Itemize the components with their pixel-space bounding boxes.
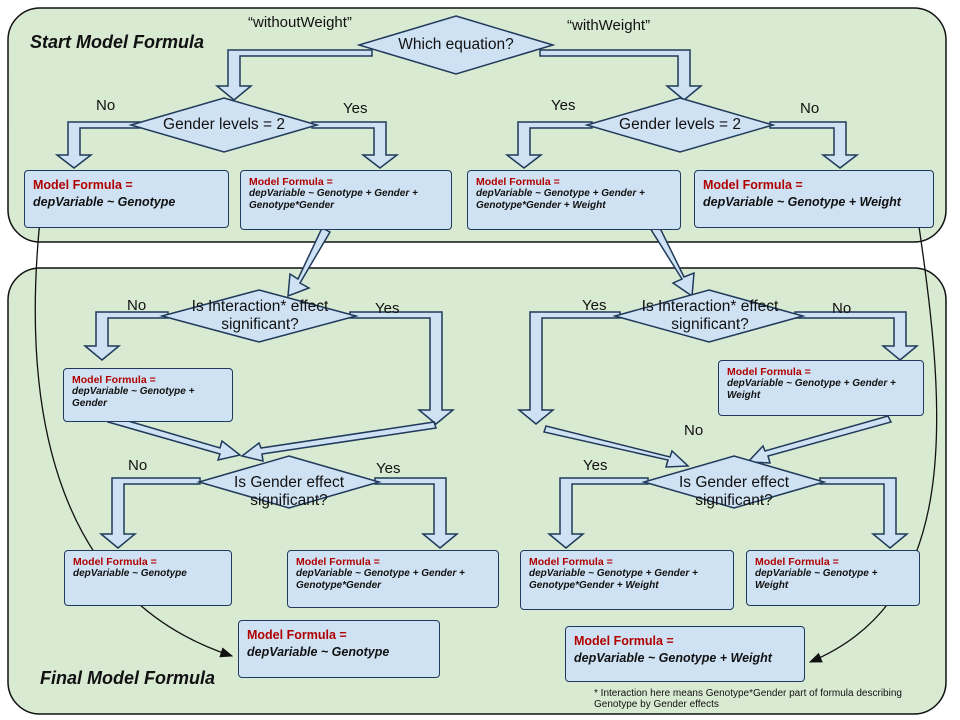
flow-arrow	[648, 222, 695, 298]
formula-text: depVariable ~ Genotype + Weight	[755, 568, 878, 591]
branch-label-without-weight: “withoutWeight”	[248, 14, 352, 31]
decision-gender-effect-left: Is Gender effect significant?	[234, 474, 344, 509]
formula-box-start-1: Model Formula = depVariable ~ Genotype	[24, 170, 229, 228]
formula-text: depVariable ~ Genotype	[73, 568, 187, 579]
formula-head: Model Formula =	[33, 178, 133, 192]
flow-arrow	[769, 121, 860, 169]
flow-arrow	[82, 311, 169, 361]
decision-diamond	[128, 97, 320, 153]
branch-label-no: No	[127, 297, 147, 314]
formula-box-bottom-4: Model Formula = depVariable ~ Genotype +…	[746, 550, 920, 606]
formula-box-start-2: Model Formula = depVariable ~ Genotype +…	[240, 170, 452, 230]
flow-arrow	[516, 311, 621, 425]
formula-text: depVariable ~ Genotype	[33, 195, 176, 209]
final-panel-title: Final Model Formula	[40, 668, 216, 688]
flow-arrow	[287, 226, 332, 298]
formula-text: depVariable ~ Genotype + Gender + Weight	[727, 378, 896, 401]
formula-head: Model Formula =	[529, 556, 613, 568]
branch-label-yes: Yes	[551, 97, 576, 114]
formula-text: depVariable ~ Genotype + Gender + Genoty…	[296, 568, 465, 591]
formula-text: depVariable ~ Genotype + Gender	[72, 386, 195, 409]
decision-gender-levels-left: Gender levels = 2	[163, 116, 285, 133]
branch-label-no: No	[684, 422, 704, 439]
flow-arrow	[794, 311, 920, 361]
formula-head: Model Formula =	[296, 556, 380, 568]
flow-arrow	[349, 311, 456, 425]
decision-interaction-left: Is Interaction* effect significant?	[191, 298, 329, 333]
final-panel	[7, 267, 947, 715]
formula-head: Model Formula =	[72, 374, 156, 386]
formula-head: Model Formula =	[249, 176, 333, 188]
branch-label-with-weight: “withWeight”	[567, 17, 651, 34]
decision-diamond	[196, 455, 382, 509]
formula-head: Model Formula =	[247, 628, 347, 642]
formula-head: Model Formula =	[727, 366, 811, 378]
branch-label-no: No	[128, 457, 148, 474]
branch-label-yes: Yes	[376, 460, 401, 477]
formula-box-bottom-1: Model Formula = depVariable ~ Genotype	[64, 550, 232, 606]
connector-line-left	[34, 219, 234, 658]
branch-label-yes: Yes	[582, 297, 607, 314]
footnote: * Interaction here means Genotype*Gender…	[594, 688, 902, 710]
flow-arrow	[543, 425, 690, 468]
formula-box-mid-left: Model Formula = depVariable ~ Genotype +…	[63, 368, 233, 422]
flow-arrow	[539, 49, 704, 101]
formula-text: depVariable ~ Genotype + Gender + Genoty…	[529, 568, 698, 591]
decision-gender-effect-right: Is Gender effect significant?	[679, 474, 789, 509]
flow-arrow	[311, 121, 400, 169]
formula-box-bottom-2: Model Formula = depVariable ~ Genotype +…	[287, 550, 499, 608]
formula-head: Model Formula =	[703, 178, 803, 192]
decision-which-equation: Which equation?	[398, 36, 514, 53]
formula-head: Model Formula =	[755, 556, 839, 568]
formula-box-bottom-3: Model Formula = depVariable ~ Genotype +…	[520, 550, 734, 610]
flow-arrow	[504, 121, 593, 169]
branch-label-no: No	[800, 100, 820, 117]
formula-box-start-4: Model Formula = depVariable ~ Genotype +…	[694, 170, 934, 228]
formula-box-start-3: Model Formula = depVariable ~ Genotype +…	[467, 170, 681, 230]
flow-arrow	[546, 477, 649, 549]
start-panel-title: Start Model Formula	[30, 32, 205, 52]
formula-text: depVariable ~ Genotype	[247, 645, 390, 659]
branch-label-no: No	[832, 300, 852, 317]
flow-arrow	[214, 49, 373, 101]
flow-arrow	[54, 121, 141, 169]
final-formula-box-left: Model Formula = depVariable ~ Genotype	[238, 620, 440, 678]
decision-diamond	[159, 289, 359, 343]
formula-text: depVariable ~ Genotype + Weight	[703, 195, 901, 209]
decision-diamond	[612, 289, 806, 343]
branch-label-no: No	[96, 97, 116, 114]
decision-interaction-right: Is Interaction* effect significant?	[641, 298, 779, 333]
decision-diamond	[641, 455, 827, 509]
formula-text: depVariable ~ Genotype + Weight	[574, 651, 772, 665]
branch-label-yes: Yes	[583, 457, 608, 474]
decision-diamond	[356, 15, 556, 75]
decision-gender-levels-right: Gender levels = 2	[619, 116, 741, 133]
formula-head: Model Formula =	[574, 634, 674, 648]
formula-text: depVariable ~ Genotype + Gender + Genoty…	[476, 188, 645, 211]
connector-line-right	[808, 219, 938, 663]
branch-label-yes: Yes	[375, 300, 400, 317]
flow-arrow	[240, 421, 437, 462]
final-formula-box-right: Model Formula = depVariable ~ Genotype +…	[565, 626, 805, 682]
flow-arrow	[374, 477, 460, 549]
branch-label-yes: Yes	[343, 100, 368, 117]
flow-arrow	[819, 477, 910, 549]
formula-head: Model Formula =	[73, 556, 157, 568]
formula-text: depVariable ~ Genotype + Gender + Genoty…	[249, 188, 418, 211]
flow-arrow	[98, 477, 201, 549]
formula-box-mid-right: Model Formula = depVariable ~ Genotype +…	[718, 360, 924, 416]
decision-diamond	[584, 97, 776, 153]
formula-head: Model Formula =	[476, 176, 560, 188]
